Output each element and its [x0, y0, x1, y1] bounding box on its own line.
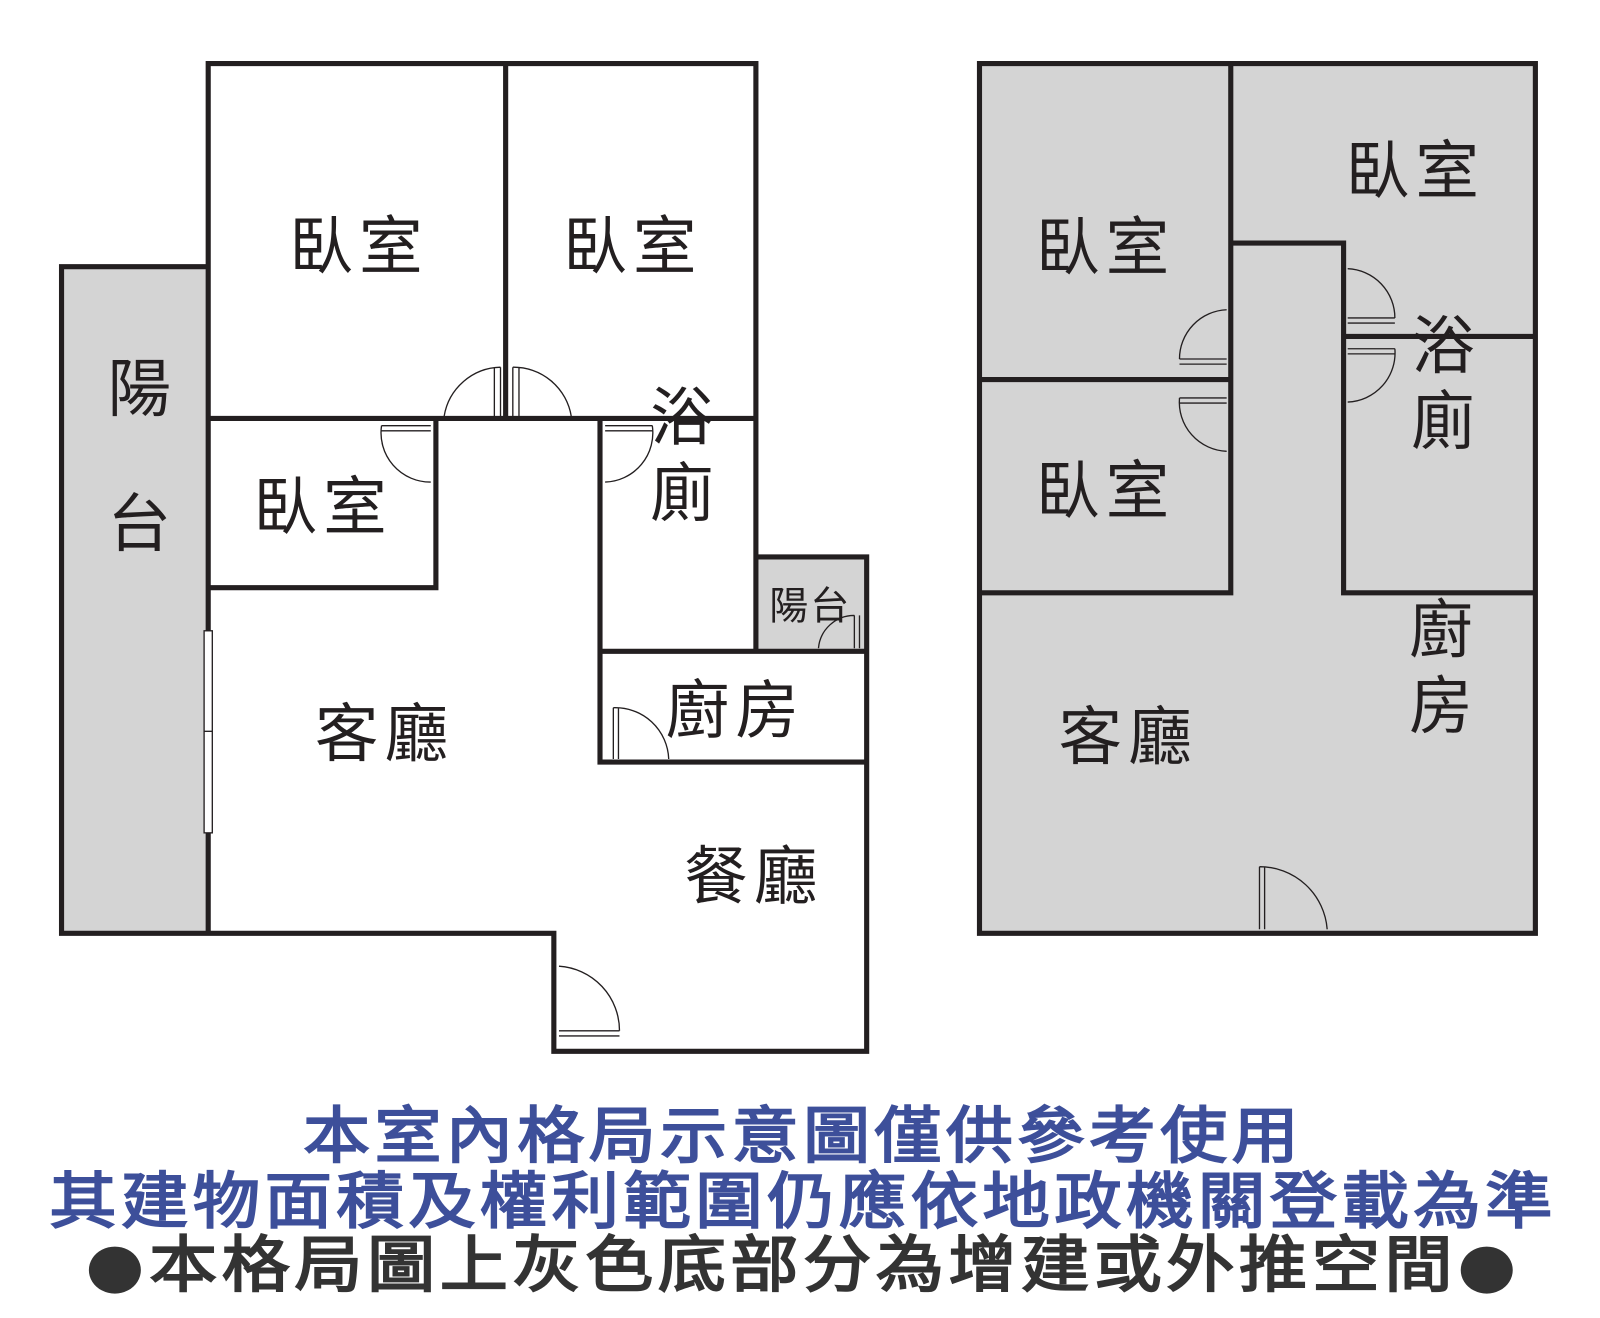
bedroom-label: 臥室	[1036, 211, 1175, 285]
door-icon	[605, 424, 654, 483]
living-room-label: 客廳	[1058, 700, 1197, 774]
disclaimer-line-1: 本室內格局示意圖僅供參考使用	[303, 1100, 1303, 1172]
door-icon	[1347, 268, 1396, 324]
disclaimer-notes: 本室內格局示意圖僅供參考使用 其建物面積及權利範圍仍應依地政機關登載為準 ●本格…	[49, 1100, 1557, 1301]
door-icon	[1178, 397, 1227, 452]
bedroom-label: 臥室	[289, 210, 428, 284]
balcony-small-area	[755, 556, 867, 652]
left-walls	[58, 61, 870, 1054]
disclaimer-line-2: 其建物面積及權利範圍仍應依地政機關登載為準	[49, 1166, 1557, 1238]
left-floor-plan: 臥室 臥室 臥室 陽台 浴廁 陽台 廚房 客廳 餐廳	[58, 61, 870, 1054]
addition-area	[979, 63, 1536, 934]
dining-room-label: 餐廳	[684, 839, 823, 913]
bedroom-label: 臥室	[563, 210, 702, 284]
door-icon	[1347, 348, 1396, 403]
right-walls	[976, 61, 1538, 936]
door-icon	[558, 965, 621, 1037]
kitchen-label: 廚房	[1399, 596, 1473, 748]
window	[203, 630, 213, 834]
bathroom-label: 浴廁	[1401, 312, 1475, 464]
kitchen-label: 廚房	[666, 673, 805, 747]
door-icon	[1258, 866, 1328, 930]
door-swings	[1178, 268, 1396, 930]
bedroom-label: 臥室	[253, 470, 392, 544]
living-room-label: 客廳	[315, 697, 454, 771]
disclaimer-line-3: ●本格局圖上灰色底部分為增建或外推空間●	[85, 1229, 1521, 1301]
balcony-label: 陽台	[97, 355, 171, 626]
bedroom-label: 臥室	[1346, 134, 1485, 208]
bedroom-label: 臥室	[1036, 454, 1175, 528]
door-icon	[512, 366, 572, 417]
balcony-west-area	[61, 266, 209, 934]
door-icon	[612, 707, 670, 760]
right-floor-plan: 臥室 臥室 臥室 浴廁 客廳 廚房	[976, 61, 1538, 936]
door-icon	[443, 366, 502, 417]
door-icon	[380, 424, 431, 483]
door-swings	[380, 366, 861, 1037]
balcony-small-label: 陽台	[769, 585, 851, 630]
door-icon	[1178, 309, 1227, 365]
door-icon	[817, 614, 861, 649]
bathroom-label: 浴廁	[640, 384, 714, 536]
